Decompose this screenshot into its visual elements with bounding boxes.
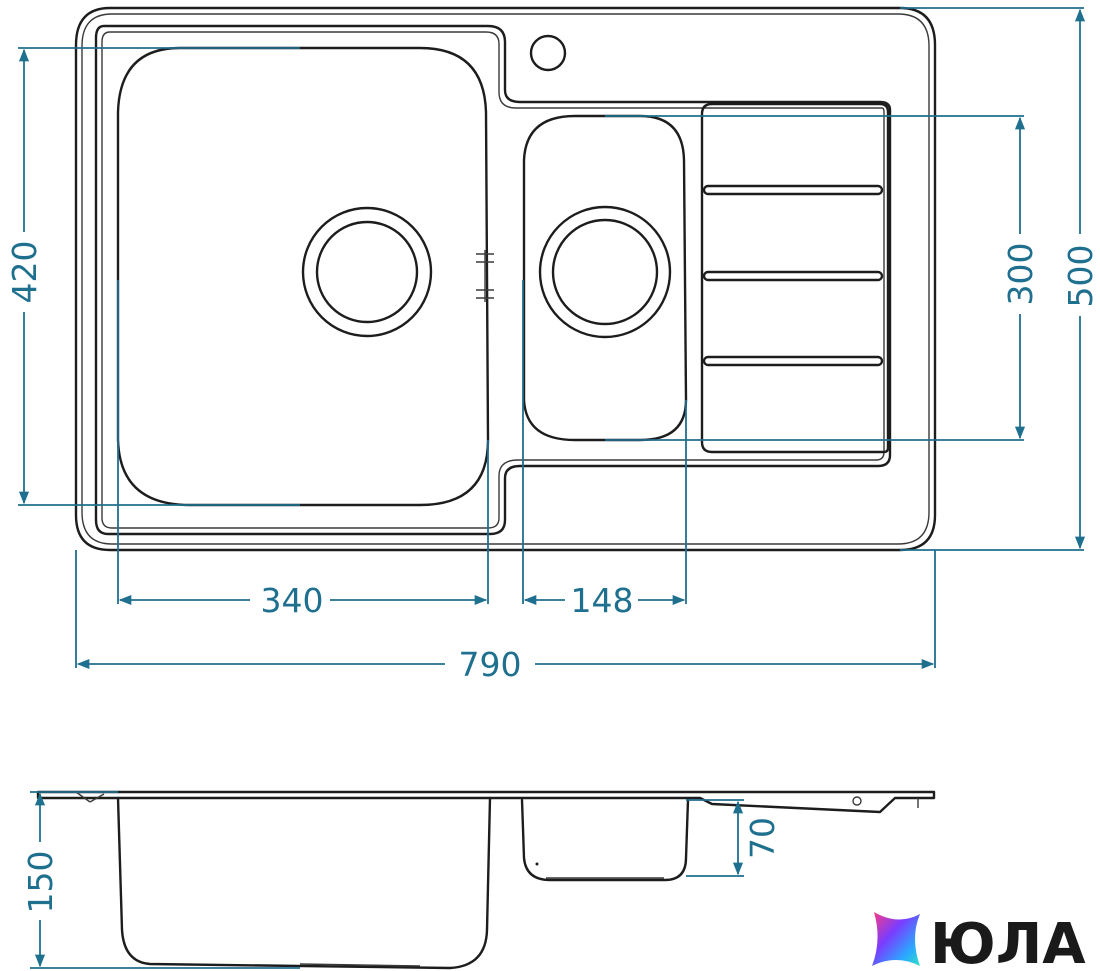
dim-70: 70 <box>743 817 782 859</box>
top-view <box>74 6 937 552</box>
brand-logo: ЮЛА <box>872 912 1086 971</box>
drainboard <box>700 102 890 454</box>
main-drain-outer <box>301 206 433 338</box>
side-view <box>36 790 936 970</box>
dim-420: 420 <box>5 241 44 304</box>
dim-150: 150 <box>21 851 60 914</box>
dim-790: 790 <box>459 645 522 684</box>
main-drain-inner <box>315 220 419 324</box>
dim-340: 340 <box>261 581 324 620</box>
side-deck <box>36 790 936 814</box>
small-bowl <box>522 114 688 442</box>
side-small-bowl <box>520 798 690 882</box>
overflow-marks <box>476 250 494 302</box>
dim-500: 500 <box>1061 245 1100 308</box>
main-bowl <box>116 46 490 507</box>
main-bowl-rim-inner <box>101 31 885 529</box>
dimensions-side: 150 70 <box>21 791 782 969</box>
dim-300: 300 <box>1001 243 1040 306</box>
drainboard-ribs <box>702 184 884 367</box>
sink-outer-edge-inner <box>81 13 930 545</box>
dimensions-top: 790 340 148 420 300 500 <box>5 7 1100 684</box>
brand-logo-icon <box>872 912 920 966</box>
side-main-bowl <box>116 796 492 970</box>
dim-148: 148 <box>571 581 634 620</box>
small-drain-outer <box>538 205 672 339</box>
faucet-hole <box>529 34 567 72</box>
small-drain-inner <box>551 218 659 326</box>
main-bowl-rim <box>94 24 892 536</box>
brand-name: ЮЛА <box>930 912 1086 971</box>
